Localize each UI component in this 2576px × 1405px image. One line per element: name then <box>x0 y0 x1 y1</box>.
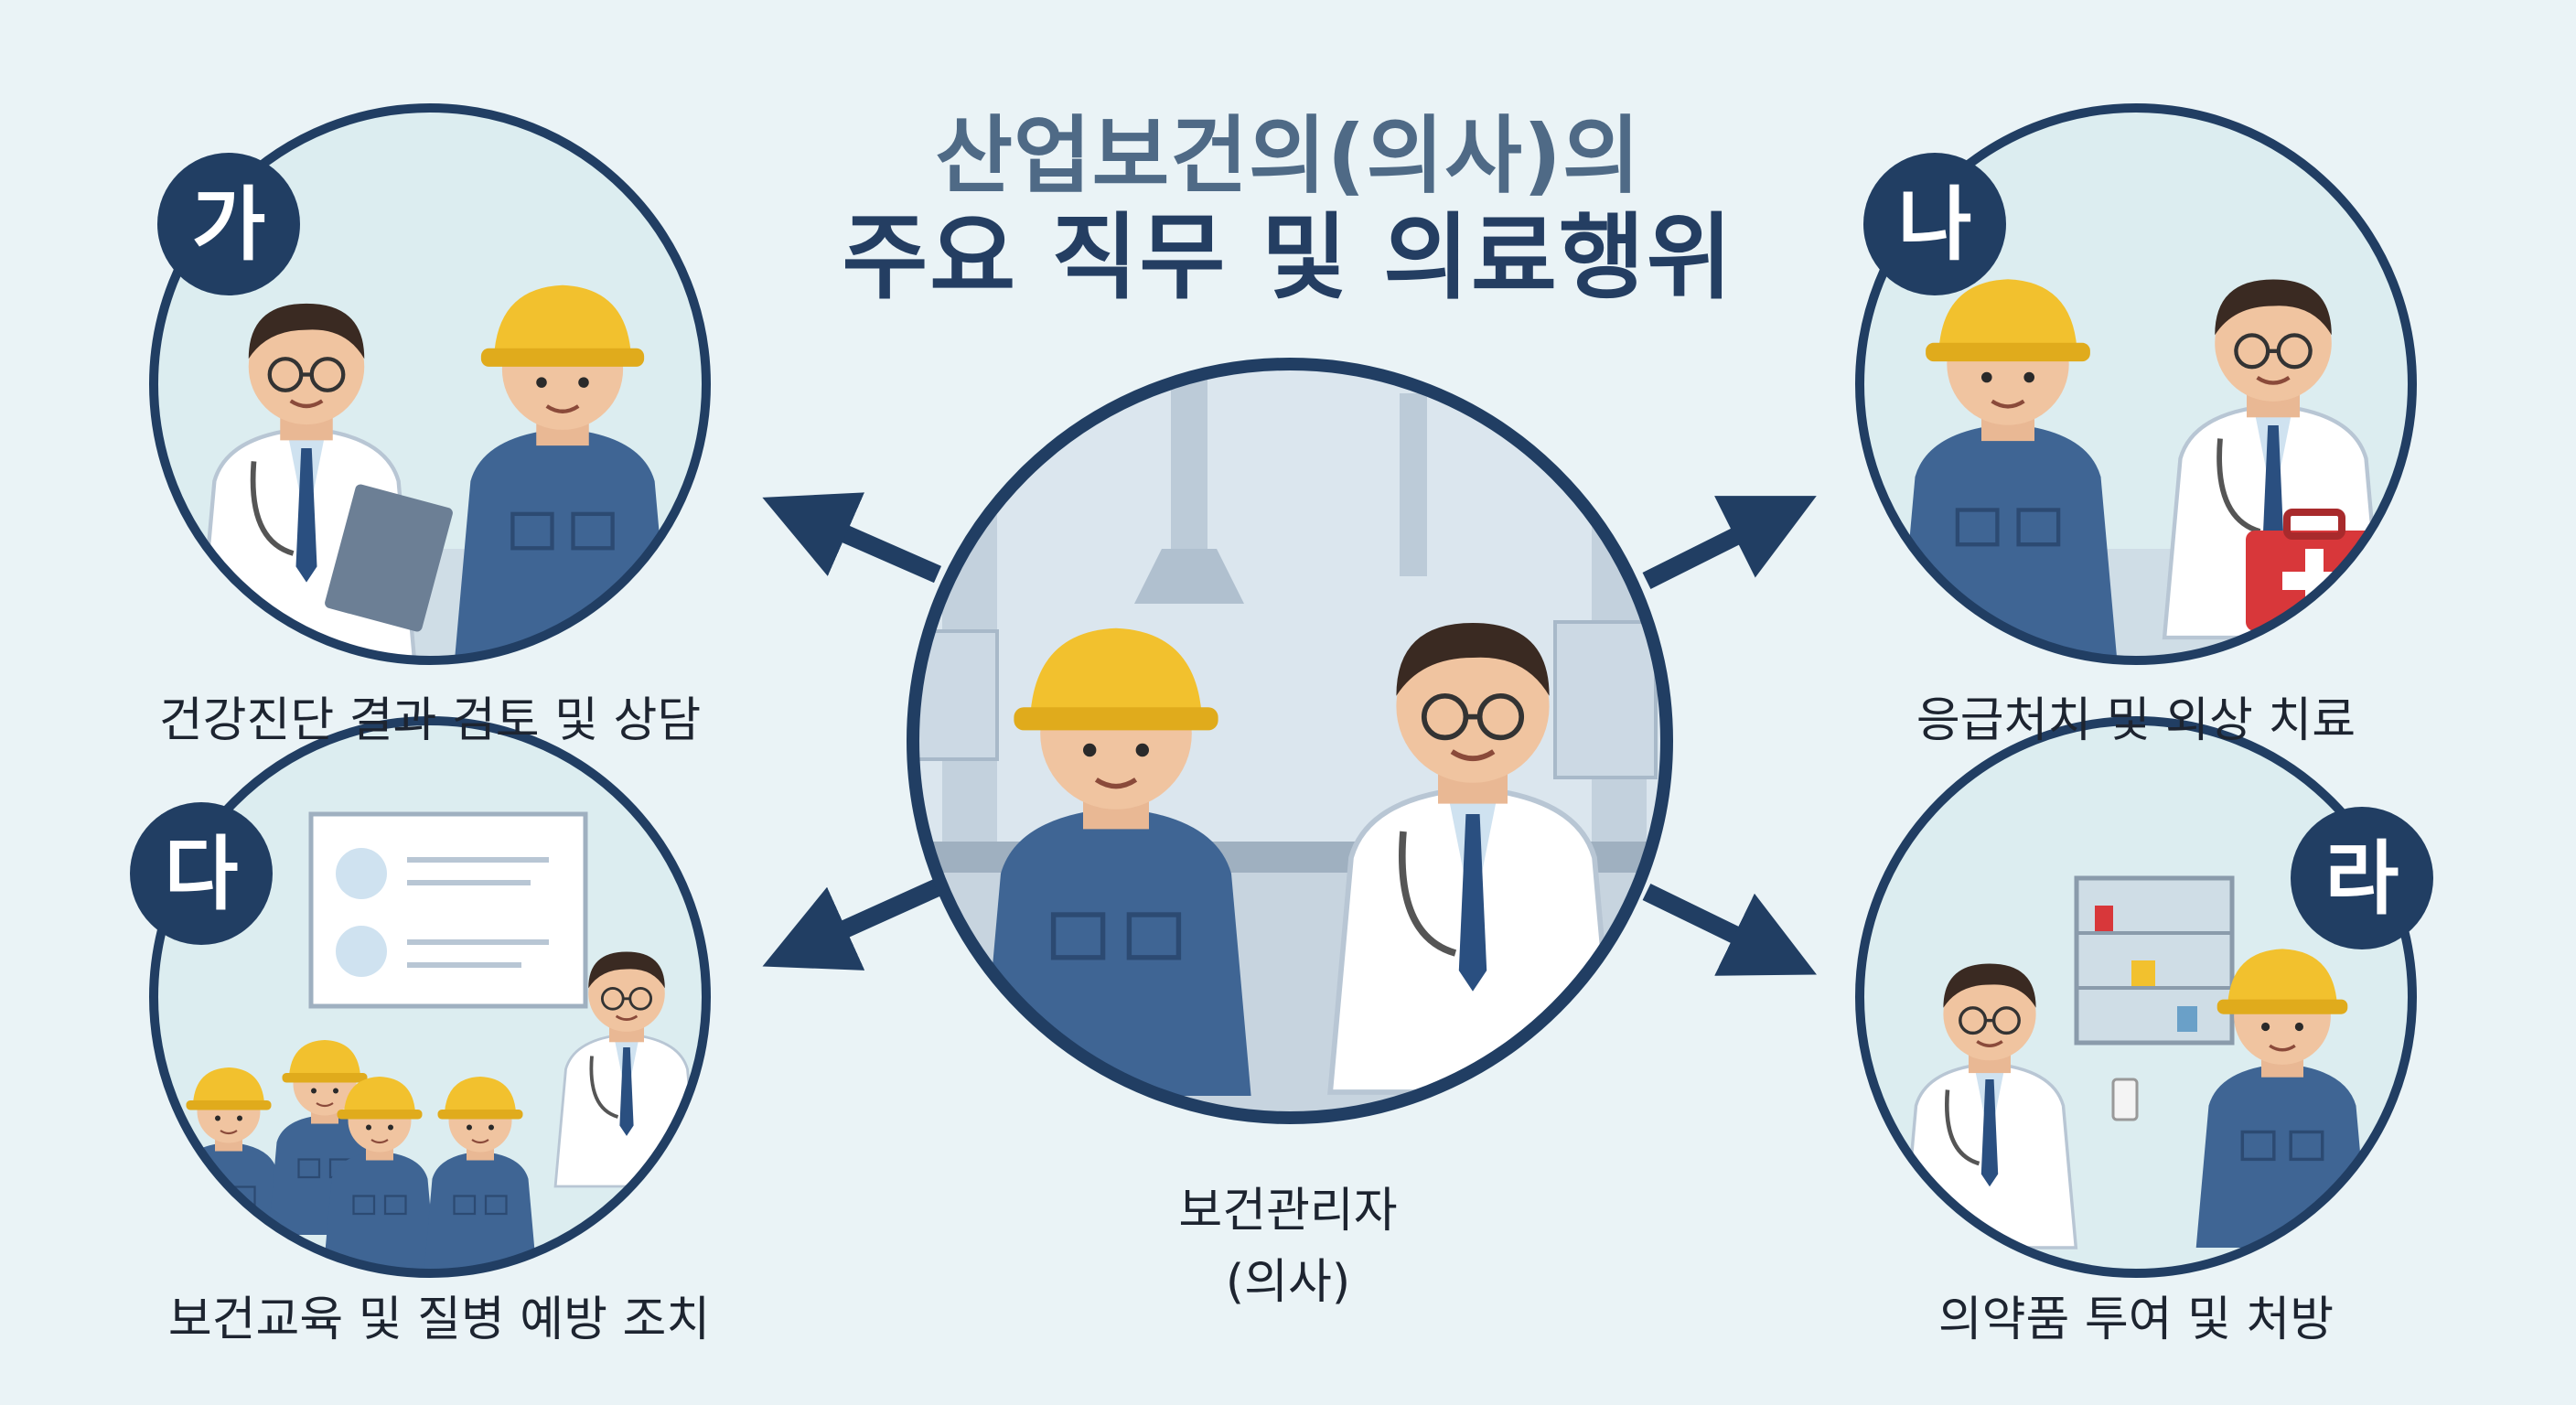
badge-ra-label: 라 <box>2325 831 2399 926</box>
badge-da-label: 다 <box>165 827 239 921</box>
center-role-label: 보건관리자 (의사) <box>1151 1175 1425 1318</box>
arrow-to-da <box>762 878 942 971</box>
arrow-to-ga <box>762 492 942 584</box>
scene-ra-illustration <box>1860 721 2412 1273</box>
arrow-to-ra <box>1642 884 1817 976</box>
scene-da-illustration <box>154 721 706 1273</box>
caption-na: 응급처치 및 외상 치료 <box>1916 693 2356 748</box>
title-line-1: 산업보건의(의사)의 <box>935 107 1641 205</box>
center-role-line-1: 보건관리자 <box>1178 1184 1398 1239</box>
arrow-to-na <box>1642 496 1817 589</box>
badge-na: 나 <box>1863 153 2006 295</box>
caption-ga: 건강진단 결과 검토 및 상담 <box>158 693 702 748</box>
center-scene-illustration <box>913 364 1667 1118</box>
badge-na-label: 나 <box>1898 177 1972 272</box>
center-role-line-2: (의사) <box>1225 1255 1351 1310</box>
title-line-2: 주요 직무 및 의료행위 <box>842 204 1734 313</box>
badge-ra: 라 <box>2291 807 2433 949</box>
center-circle-frame <box>907 358 1673 1124</box>
badge-da: 다 <box>130 802 273 945</box>
badge-ga-label: 가 <box>192 177 266 272</box>
badge-ga: 가 <box>157 153 300 295</box>
caption-ra: 의약품 투여 및 처방 <box>1937 1292 2334 1347</box>
caption-da: 보건교육 및 질병 예방 조치 <box>167 1292 711 1347</box>
